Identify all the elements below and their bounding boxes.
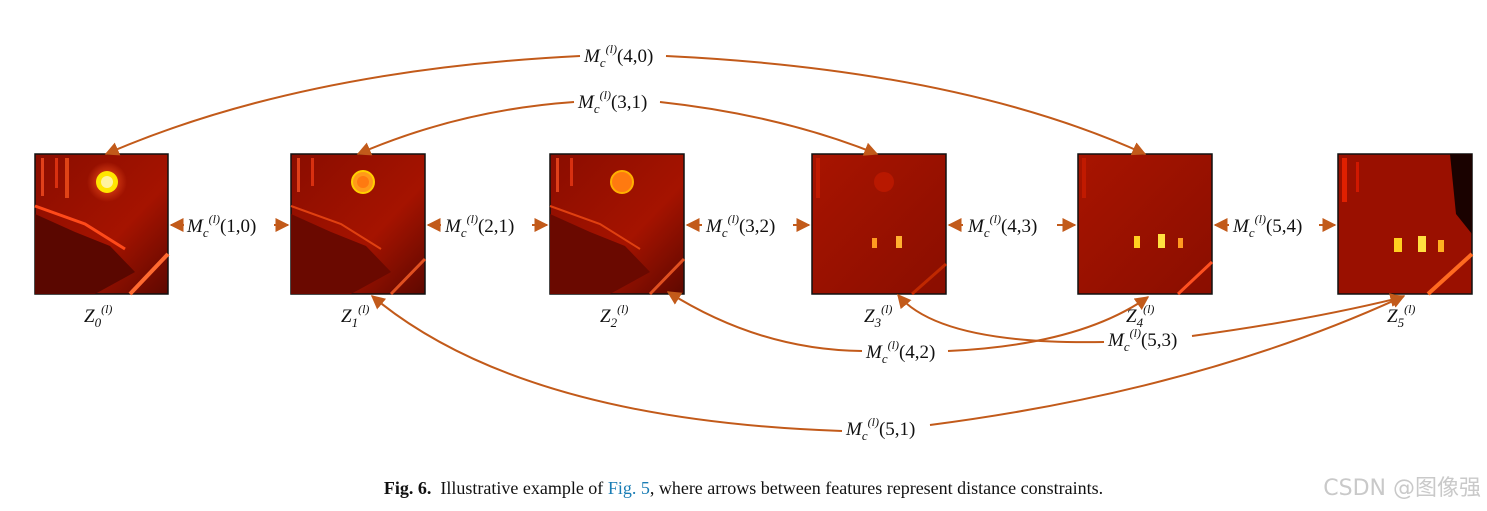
constraint-label-5-3: Mc(l)(5,3) xyxy=(1107,326,1177,354)
constraint-label-4-0: Mc(l)(4,0) xyxy=(583,42,653,70)
svg-text:Mc(l)(5,4): Mc(l)(5,4) xyxy=(1232,212,1302,240)
arrow-4-0-to-z0 xyxy=(104,55,581,156)
feature-map-z5 xyxy=(1337,153,1474,296)
svg-text:Mc(l)(4,3): Mc(l)(4,3) xyxy=(967,212,1037,240)
feature-label-z1: Z1(l) xyxy=(341,302,369,330)
figure-reference-link[interactable]: Fig. 5 xyxy=(607,478,650,498)
svg-text:Z2(l): Z2(l) xyxy=(600,302,628,330)
constraint-label-3-2: Mc(l)(3,2) xyxy=(705,212,775,240)
constraint-label-4-2: Mc(l)(4,2) xyxy=(865,338,935,366)
arrow-3-1-to-z3 xyxy=(659,101,879,156)
constraint-label-5-1: Mc(l)(5,1) xyxy=(845,415,915,443)
feature-label-z2: Z2(l) xyxy=(600,302,628,330)
svg-text:Mc(l)(4,2): Mc(l)(4,2) xyxy=(865,338,935,366)
caption-text-after: , where arrows between features represen… xyxy=(649,478,1104,498)
svg-text:Z1(l): Z1(l) xyxy=(341,302,369,330)
constraint-label-4-3: Mc(l)(4,3) xyxy=(967,212,1037,240)
svg-text:Mc(l)(2,1): Mc(l)(2,1) xyxy=(444,212,514,240)
feature-label-z0: Z0(l) xyxy=(84,302,112,330)
arrow-5-1-to-z1 xyxy=(370,295,843,432)
feature-map-z0 xyxy=(34,153,170,296)
constraint-label-3-1: Mc(l)(3,1) xyxy=(577,88,647,116)
figure-caption: Fig. 6. Illustrative example of Fig. 5, … xyxy=(0,478,1487,499)
feature-label-z3: Z3(l) xyxy=(864,302,892,330)
arrow-5-3-to-z5 xyxy=(1191,293,1405,337)
constraint-label-2-1: Mc(l)(2,1) xyxy=(444,212,514,240)
svg-text:Mc(l)(5,3): Mc(l)(5,3) xyxy=(1107,326,1177,354)
arrow-4-0-to-z4 xyxy=(665,55,1147,156)
constraint-label-1-0: Mc(l)(1,0) xyxy=(186,212,256,240)
arrow-5-3-to-z3 xyxy=(897,293,1105,344)
svg-text:Z3(l): Z3(l) xyxy=(864,302,892,330)
watermark: CSDN @图像强 xyxy=(1323,476,1481,501)
svg-text:Mc(l)(5,1): Mc(l)(5,1) xyxy=(845,415,915,443)
feature-map-z2 xyxy=(549,153,686,296)
figure-label: Fig. 6. xyxy=(383,478,432,498)
svg-text:Mc(l)(3,1): Mc(l)(3,1) xyxy=(577,88,647,116)
svg-text:Mc(l)(1,0): Mc(l)(1,0) xyxy=(186,212,256,240)
svg-text:Mc(l)(3,2): Mc(l)(3,2) xyxy=(705,212,775,240)
arrow-4-2-to-z4 xyxy=(947,296,1150,352)
arrow-3-1-to-z1 xyxy=(356,101,575,156)
arrow-5-1-to-z5 xyxy=(929,294,1406,426)
svg-text:Mc(l)(4,0): Mc(l)(4,0) xyxy=(583,42,653,70)
feature-map-z4 xyxy=(1077,153,1214,296)
feature-map-z1 xyxy=(290,153,427,296)
feature-label-z5: Z5(l) xyxy=(1387,302,1415,330)
constraint-label-5-4: Mc(l)(5,4) xyxy=(1232,212,1302,240)
caption-text-before: Illustrative example of xyxy=(440,478,604,498)
arrow-4-2-to-z2 xyxy=(666,291,863,352)
svg-text:Z0(l): Z0(l) xyxy=(84,302,112,330)
svg-text:Z5(l): Z5(l) xyxy=(1387,302,1415,330)
feature-map-z3 xyxy=(811,153,947,296)
